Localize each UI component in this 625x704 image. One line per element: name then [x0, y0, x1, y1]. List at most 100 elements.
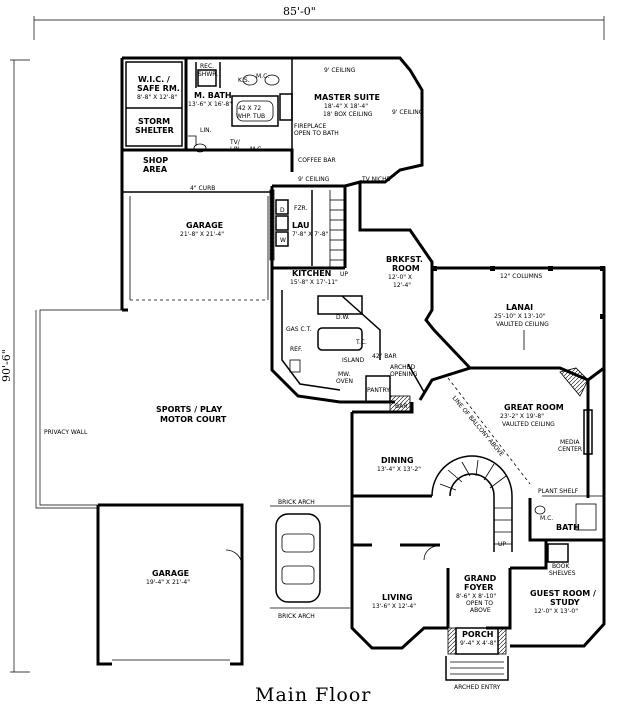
shop-name-1: SHOP — [143, 156, 168, 165]
whp-tub-label-2: WHP. TUB — [236, 113, 265, 120]
shop-garage-walls — [120, 150, 272, 312]
great-room-walls — [447, 365, 606, 498]
foyer-note-1: OPEN TO — [466, 600, 493, 607]
mc-label-1: M.C. — [256, 73, 269, 80]
ceiling-9-top: 9' CEILING — [324, 67, 356, 74]
bath-name: BATH — [556, 523, 580, 532]
lau-size: 7'-8" X 7'-8" — [292, 231, 329, 238]
oven-label: OVEN — [336, 378, 353, 385]
dining-name: DINING — [381, 456, 414, 465]
media-center-1: MEDIA — [560, 439, 580, 446]
fireplace-label-1: FIREPLACE — [294, 123, 326, 130]
rear-stair — [329, 190, 345, 268]
rec-shwr-label-2: SHWR. — [198, 71, 218, 78]
garage2-name: GARAGE — [152, 569, 189, 578]
kitchen-name: KITCHEN — [292, 269, 331, 278]
columns-label: 12" COLUMNS — [500, 273, 542, 280]
mbath-size: 13'-6" X 16'-8" — [188, 101, 232, 108]
great-room-name: GREAT ROOM — [504, 403, 564, 412]
gasct-label: GAS C.T. — [286, 326, 312, 333]
bar-label: BAR — [395, 403, 407, 410]
lanai-size: 25'-10" X 13'-10" — [494, 313, 546, 320]
overall-width-label: 85'-0" — [283, 5, 316, 18]
garage2-size: 19'-4" X 21'-4" — [146, 579, 190, 586]
master-suite-size: 18'-4" X 18'-4" — [324, 103, 368, 110]
kitchen-size: 15'-8" X 17'-11" — [290, 279, 338, 286]
foyer-name-1: GRAND — [464, 574, 497, 583]
storm-shelter-name-1: STORM — [138, 117, 170, 126]
guest-size: 12'-0" X 13'-0" — [534, 608, 578, 615]
island-label: ISLAND — [342, 357, 365, 364]
motor-court — [35, 309, 350, 609]
wic-name-2: SAFE RM. — [137, 84, 180, 93]
brick-arch-top: BRICK ARCH — [278, 499, 315, 506]
book-shelves-2: SHELVES — [549, 570, 576, 577]
brkfst-name-2: ROOM — [392, 264, 420, 273]
dining-size: 13'-4" X 13'-2" — [377, 466, 421, 473]
ks-label: K.S. — [238, 77, 250, 84]
mc-label-2: M.C. — [250, 146, 263, 153]
up-label-2: UP — [498, 541, 506, 548]
lanai-name: LANAI — [506, 303, 533, 312]
ceiling-9-low: 9' CEILING — [298, 176, 330, 183]
grand-stair — [431, 455, 513, 552]
foyer-note-2: ABOVE — [470, 607, 491, 614]
mw-label: MW. — [338, 371, 350, 378]
lau-name: LAU — [292, 221, 310, 230]
great-room-ceiling: VAULTED CEILING — [502, 421, 555, 428]
guest-name-1: GUEST ROOM / — [530, 589, 596, 598]
foyer-name-2: FOYER — [464, 583, 493, 592]
bar42-label: 42" BAR — [372, 353, 397, 360]
pantry-label: PANTRY — [367, 387, 390, 394]
dimension-lines — [10, 16, 605, 673]
garage1-size: 21'-8" X 21'-4" — [180, 231, 224, 238]
kitchen-walls — [270, 180, 473, 413]
bath-guest-walls — [510, 498, 606, 648]
fzr-label: FZR. — [294, 205, 308, 212]
master-wing-walls — [120, 56, 424, 184]
ref-label: REF. — [290, 346, 302, 353]
living-name: LIVING — [382, 593, 413, 602]
living-size: 13'-6" X 12'-4" — [372, 603, 416, 610]
brkfst-size-2: 12'-4" — [393, 282, 411, 289]
porch-name: PORCH — [462, 630, 493, 639]
plan-title: Main Floor — [255, 684, 371, 704]
arched-opening-1: ARCHED — [390, 364, 415, 371]
wic-name-1: W.I.C. / — [138, 75, 170, 84]
lin-label: LIN. — [200, 127, 212, 134]
washer-label: W — [280, 237, 286, 244]
overall-depth-label: 90'-6" — [0, 349, 13, 382]
tv-niche-label: TV NICHE — [361, 176, 391, 183]
ceiling-9-right: 9' CEILING — [392, 109, 424, 116]
lanai-ceiling: VAULTED CEILING — [496, 321, 549, 328]
whp-tub-label-1: 42 X 72 — [238, 105, 261, 112]
master-suite-name: MASTER SUITE — [314, 93, 380, 102]
tc-label: T.C. — [355, 339, 367, 346]
lanai-walls — [432, 266, 606, 368]
curb-label: 4" CURB — [190, 185, 215, 192]
great-room-size: 23'-2" X 19'-8" — [500, 413, 544, 420]
garage1-name: GARAGE — [186, 221, 223, 230]
shop-name-2: AREA — [143, 165, 168, 174]
brkfst-name-1: BRKFST. — [386, 255, 423, 264]
rec-shwr-label-1: REC. — [200, 63, 214, 70]
fireplace-label-2: OPEN TO BATH — [294, 130, 339, 137]
dw-label: D.W. — [336, 314, 350, 321]
foyer-size: 8'-6" X 8'-10" — [456, 593, 496, 600]
tvlin-label-2: LIN. — [230, 146, 242, 153]
plant-shelf-label: PLANT SHELF — [538, 488, 579, 495]
porch-size: 9'-4" X 4'-8" — [460, 640, 497, 647]
up-label-1: UP — [340, 271, 348, 278]
mbath-name: M. BATH — [194, 91, 232, 100]
wic-size: 8'-8" X 12'-8" — [137, 94, 177, 101]
guest-name-2: STUDY — [550, 598, 580, 607]
porch — [445, 627, 509, 681]
dryer-label: D — [280, 207, 285, 214]
brick-arch-bottom: BRICK ARCH — [278, 613, 315, 620]
dining-walls — [350, 402, 432, 545]
privacy-wall-label: PRIVACY WALL — [44, 429, 88, 436]
coffee-bar-label: COFFEE BAR — [298, 157, 336, 164]
balcony-line-label: LINE OF BALCONY ABOVE — [450, 395, 505, 458]
book-shelves-1: BOOK — [552, 563, 570, 570]
